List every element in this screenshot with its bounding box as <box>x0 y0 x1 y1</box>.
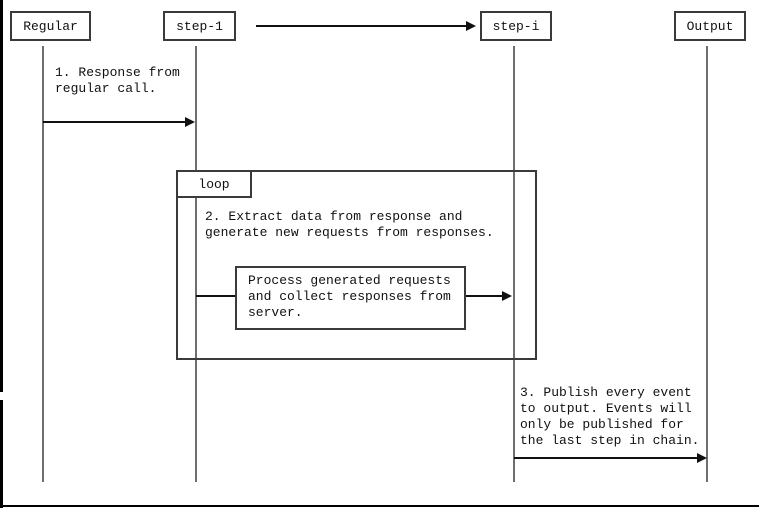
frame-left-bar <box>0 0 3 508</box>
message-3-label: 3. Publish every event to output. Events… <box>520 385 700 448</box>
process-box: Process generated requests and collect r… <box>235 266 466 330</box>
message-3-arrow-line <box>514 457 697 459</box>
chain-arrow-line <box>256 25 466 27</box>
participant-box-output: Output <box>674 11 746 41</box>
participant-label-step-1: step-1 <box>176 18 223 34</box>
process-arrow-line <box>466 295 502 297</box>
lifeline-regular <box>42 46 44 482</box>
message-2-label: 2. Extract data from response and genera… <box>205 209 494 240</box>
message-1-arrow-head-icon <box>185 117 195 127</box>
process-connector-line <box>196 295 235 297</box>
message-3-arrow-head-icon <box>697 453 707 463</box>
lifeline-step-1 <box>195 46 197 482</box>
message-1-arrow-line <box>43 121 185 123</box>
loop-label-text: loop <box>198 176 230 192</box>
participant-label-regular: Regular <box>23 18 78 34</box>
loop-operator-label: loop <box>176 170 252 198</box>
participant-label-output: Output <box>686 18 734 34</box>
process-arrow-head-icon <box>502 291 512 301</box>
lifeline-output <box>706 46 708 482</box>
loop-fragment <box>176 170 537 360</box>
frame-left-notch <box>0 392 3 400</box>
frame-bottom-line <box>0 505 759 507</box>
participant-box-step-i: step-i <box>480 11 552 41</box>
lifeline-step-i <box>513 46 515 482</box>
participant-label-step-i: step-i <box>492 18 540 34</box>
participant-box-step-1: step-1 <box>163 11 236 41</box>
chain-arrow-head-icon <box>466 21 476 31</box>
participant-box-regular: Regular <box>10 11 91 41</box>
message-1-label: 1. Response from regular call. <box>55 65 180 96</box>
